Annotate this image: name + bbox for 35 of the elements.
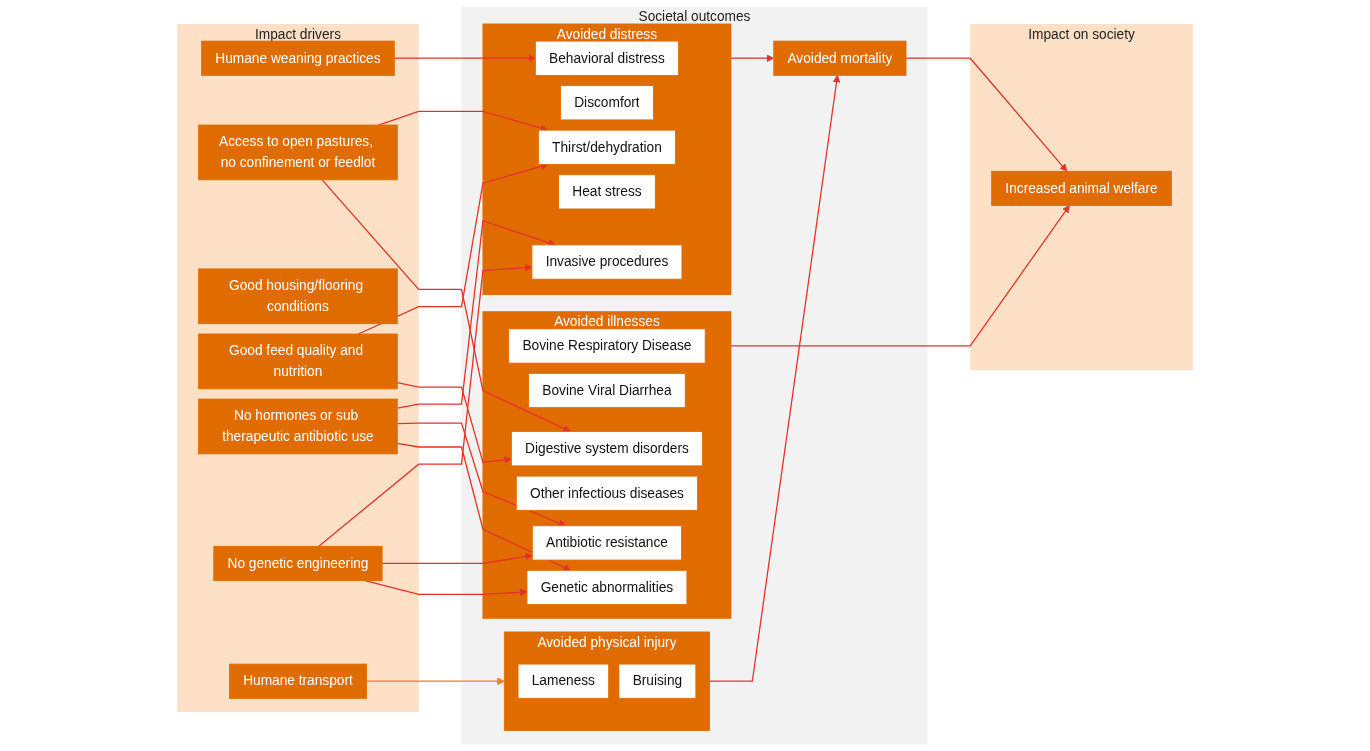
node-box: No hormones or sub therapeutic antibiotic use bbox=[198, 398, 398, 455]
arrow bbox=[396, 381, 512, 464]
arrow bbox=[730, 205, 1070, 347]
node-box: No genetic engineering bbox=[213, 545, 383, 581]
arrow bbox=[318, 263, 533, 547]
node-box: Lameness bbox=[517, 663, 610, 699]
arrow bbox=[396, 442, 571, 571]
node-box: Behavioral distress bbox=[534, 40, 679, 76]
node-box: Other infectious diseases bbox=[515, 475, 698, 511]
arrow bbox=[365, 677, 505, 685]
node-box: Avoided mortality bbox=[773, 40, 907, 76]
node-box: Bovine Respiratory Disease bbox=[508, 328, 706, 364]
node-box: Discomfort bbox=[560, 85, 654, 121]
node-box: Humane weaning practices bbox=[201, 40, 395, 76]
node-box: Good housing/flooring conditions bbox=[198, 268, 398, 325]
node-box: Bruising bbox=[618, 663, 697, 699]
node-box: Humane transport bbox=[229, 663, 367, 699]
node-box: Invasive procedures bbox=[531, 244, 683, 280]
node-box: Genetic abnormalities bbox=[526, 569, 688, 605]
arrow bbox=[905, 57, 1068, 172]
arrow bbox=[393, 54, 536, 62]
arrow bbox=[708, 75, 841, 682]
node-box: Heat stress bbox=[558, 174, 656, 210]
arrow bbox=[396, 220, 556, 409]
node-box: Access to open pastures, no confinement or feedlot bbox=[198, 124, 398, 181]
arrow bbox=[381, 552, 533, 565]
node-box: Bovine Viral Diarrhea bbox=[528, 372, 686, 409]
node-box: Increased animal welfare bbox=[991, 170, 1172, 206]
arrow bbox=[730, 54, 775, 62]
arrow bbox=[396, 422, 566, 527]
node-box: Antibiotic resistance bbox=[531, 525, 682, 561]
arrow bbox=[321, 179, 571, 433]
node-box: Good feed quality and nutrition bbox=[198, 333, 398, 390]
node-box: Thirst/dehydration bbox=[538, 129, 676, 165]
node-box: Digestive system disorders bbox=[510, 431, 703, 467]
